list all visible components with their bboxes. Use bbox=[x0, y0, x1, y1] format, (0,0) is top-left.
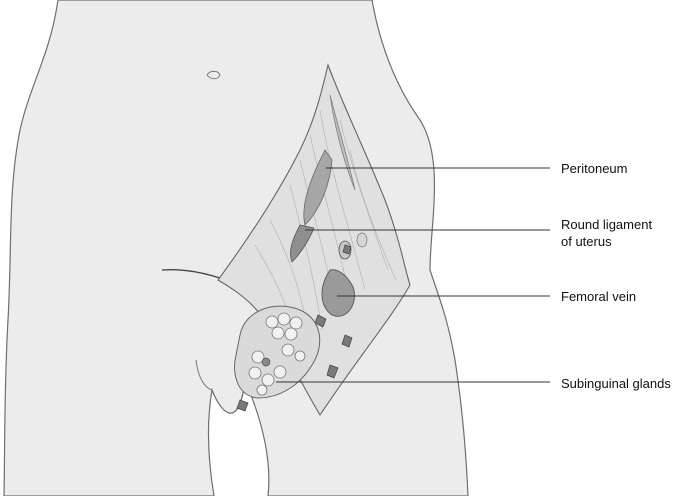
label-femoral-vein: Femoral vein bbox=[561, 288, 636, 305]
label-round-ligament-line1: Round ligament bbox=[561, 216, 652, 233]
gland-dark-node bbox=[262, 358, 270, 366]
vessel-cross-section-2 bbox=[357, 233, 367, 247]
label-peritoneum: Peritoneum bbox=[561, 160, 627, 177]
label-round-ligament: Round ligament of uterus bbox=[561, 216, 652, 250]
label-subinguinal-glands: Subinguinal glands bbox=[561, 375, 671, 392]
label-round-ligament-line2: of uterus bbox=[561, 233, 652, 250]
